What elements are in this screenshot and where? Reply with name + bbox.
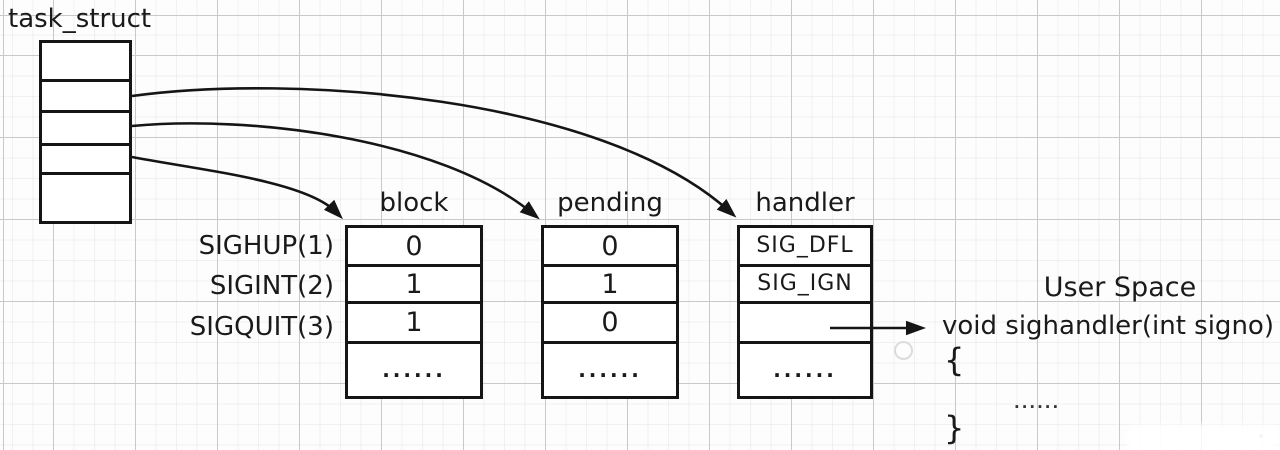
signal-row-label-sigint: SIGINT(2) [209, 270, 334, 301]
handler-table: SIG_DFL SIG_IGN ...... [737, 225, 873, 399]
pending-table: 0 1 0 ...... [541, 225, 679, 399]
task-struct-box [39, 40, 132, 224]
task-struct-divider [42, 79, 129, 82]
task-struct-divider [42, 110, 129, 113]
handler-cell-sighup: SIG_DFL [756, 233, 854, 258]
arrow-taskstruct-to-block [131, 155, 343, 220]
handler-cell-sigquit [740, 301, 870, 341]
column-header-handler: handler [755, 188, 855, 218]
column-header-block: block [379, 188, 449, 218]
watermark-smudge [1126, 424, 1280, 450]
signal-row-label-sighup: SIGHUP(1) [198, 231, 334, 261]
sighandler-signature: void sighandler(int signo) [942, 311, 1274, 341]
task-struct-label: task_struct [8, 4, 152, 34]
block-cell-sighup: 0 [405, 230, 423, 262]
handler-cell-sigint: SIG_IGN [740, 264, 870, 301]
ghost-circle-artifact [894, 341, 913, 360]
task-struct-divider [42, 143, 129, 146]
task-struct-divider [42, 172, 129, 175]
column-header-pending: pending [557, 188, 663, 218]
pending-cell-ellipsis: ...... [544, 341, 676, 396]
block-cell-sigquit: 1 [348, 301, 480, 341]
open-brace: { [944, 341, 965, 379]
block-cell-ellipsis: ...... [348, 341, 480, 396]
handler-cell-ellipsis: ...... [740, 341, 870, 396]
pending-cell-sigint: 1 [544, 264, 676, 301]
signal-row-label-sigquit: SIGQUIT(3) [189, 312, 334, 342]
function-body-ellipsis: ...... [1014, 394, 1061, 412]
pending-cell-sigquit: 0 [544, 301, 676, 341]
block-table: 0 1 1 ...... [345, 225, 483, 399]
pending-cell-sighup: 0 [601, 230, 619, 262]
close-brace: } [944, 409, 965, 447]
user-space-title: User Space [1043, 272, 1197, 303]
block-cell-sigint: 1 [348, 264, 480, 301]
